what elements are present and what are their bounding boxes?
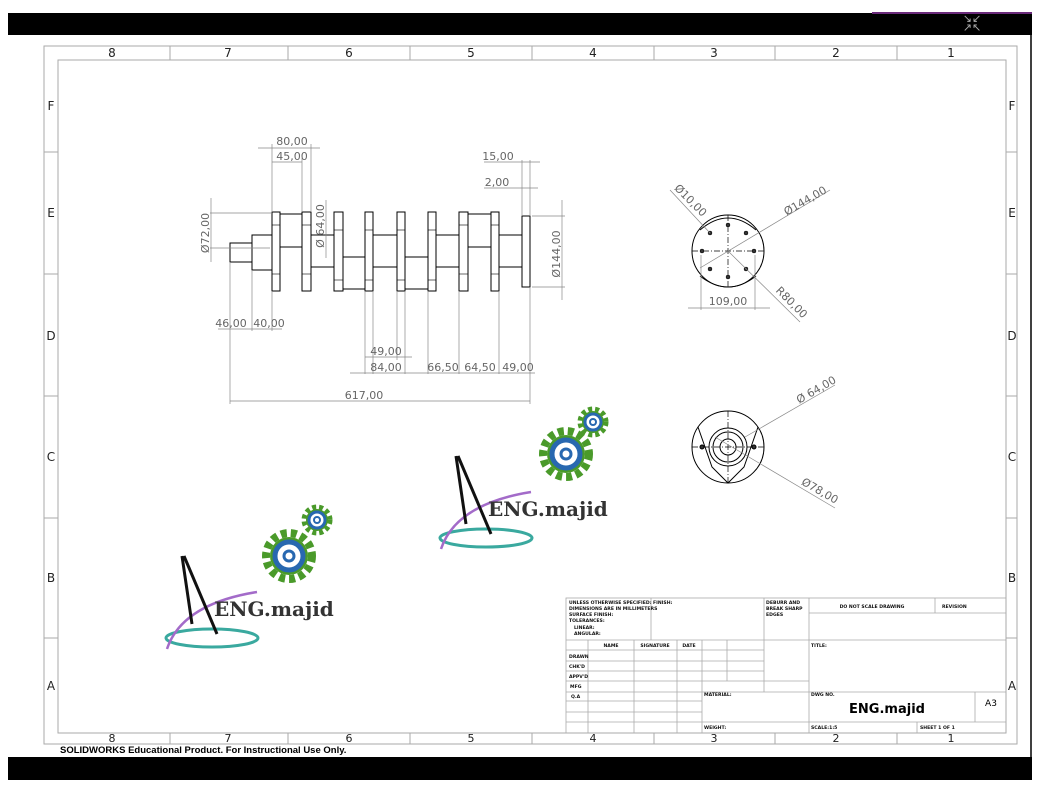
tb-dwg-no-label: DWG NO. bbox=[811, 692, 835, 698]
tb-note: TOLERANCES: bbox=[569, 618, 605, 624]
accent-line bbox=[872, 12, 1032, 14]
zone-col-bottom: 7 bbox=[225, 732, 232, 745]
educational-watermark: SOLIDWORKS Educational Product. For Inst… bbox=[60, 745, 347, 756]
zone-col-bottom: 5 bbox=[468, 732, 475, 745]
dim-64-5: 64,50 bbox=[464, 361, 496, 374]
tb-weight: WEIGHT: bbox=[704, 725, 726, 731]
front-view-dimension-lines bbox=[210, 144, 565, 404]
zone-col-top: 5 bbox=[467, 46, 475, 60]
zone-row-right: E bbox=[1008, 206, 1016, 220]
top-toolbar bbox=[8, 12, 1032, 35]
zone-col-bottom: 6 bbox=[346, 732, 353, 745]
dim-2: 2,00 bbox=[485, 176, 510, 189]
collapse-arrows-icon[interactable]: ↘↙↗↖ bbox=[962, 12, 982, 34]
zone-col-top: 2 bbox=[832, 46, 840, 60]
dim-dia-144: Ø144,00 bbox=[550, 230, 563, 277]
logo-text: ENG.majid bbox=[488, 497, 608, 521]
zone-row-left: A bbox=[47, 679, 56, 693]
bottom-bar bbox=[8, 757, 1032, 780]
paper bbox=[8, 35, 1032, 757]
zone-col-top: 1 bbox=[947, 46, 955, 60]
tb-deburr: BREAK SHARP bbox=[766, 606, 803, 612]
end-view-rear[interactable] bbox=[691, 410, 765, 484]
dim-45: 45,00 bbox=[276, 150, 308, 163]
dim-dia-72: Ø72,00 bbox=[199, 213, 212, 253]
zone-col-top: 6 bbox=[345, 46, 353, 60]
tb-do-not-scale: DO NOT SCALE DRAWING bbox=[840, 604, 905, 610]
zone-ticks bbox=[44, 46, 1017, 744]
zone-row-left: C bbox=[47, 450, 55, 464]
tb-note: UNLESS OTHERWISE SPECIFIED: bbox=[569, 600, 652, 606]
dim-dia-64: Ø 64,00 bbox=[314, 204, 327, 248]
tb-col-signature: SIGNATURE bbox=[640, 643, 669, 649]
zone-col-top: 7 bbox=[224, 46, 232, 60]
zone-col-bottom: 8 bbox=[109, 732, 116, 745]
dim-109: 109,00 bbox=[709, 295, 748, 308]
zone-col-top: 8 bbox=[108, 46, 116, 60]
zone-row-right: B bbox=[1008, 571, 1016, 585]
dim-46: 46,00 bbox=[215, 317, 247, 330]
tb-scale: SCALE:1:5 bbox=[811, 725, 837, 731]
tb-finish: FINISH: bbox=[653, 600, 673, 606]
tb-size: A3 bbox=[985, 699, 997, 709]
tb-row-label: MFG bbox=[570, 684, 582, 690]
dim-49a: 49,00 bbox=[370, 345, 402, 358]
zone-col-top: 3 bbox=[710, 46, 718, 60]
dim-66-5: 66,50 bbox=[427, 361, 459, 374]
logo-text: ENG.majid bbox=[214, 597, 334, 621]
front-view-dimensions: 80,00 45,00 Ø 64,00 Ø72,00 15,00 2,00 Ø1… bbox=[199, 135, 563, 402]
zone-row-left: B bbox=[47, 571, 55, 585]
end-view-rear-dims bbox=[714, 384, 836, 509]
dim-40: 40,00 bbox=[253, 317, 285, 330]
tb-row-label: Q.A bbox=[571, 694, 581, 700]
tb-revision: REVISION bbox=[942, 604, 967, 610]
tb-note: SURFACE FINISH: bbox=[569, 612, 613, 618]
zone-row-left: F bbox=[48, 99, 55, 113]
zone-col-bottom: 3 bbox=[711, 732, 718, 745]
tb-deburr: EDGES bbox=[766, 612, 783, 618]
dim-84: 84,00 bbox=[370, 361, 402, 374]
tb-note: ANGULAR: bbox=[574, 631, 601, 637]
dim-49b: 49,00 bbox=[502, 361, 534, 374]
dim-617: 617,00 bbox=[345, 389, 384, 402]
zone-row-left: D bbox=[46, 329, 55, 343]
tb-dwg-no: ENG.majid bbox=[849, 702, 925, 717]
tb-material: MATERIAL: bbox=[704, 692, 732, 698]
tb-row-label: DRAWN bbox=[569, 654, 589, 660]
tb-title-label: TITLE: bbox=[811, 643, 827, 649]
outer-border bbox=[43, 45, 1018, 745]
tb-note: LINEAR: bbox=[574, 625, 595, 631]
eng-majid-logo: ENG.majid bbox=[438, 406, 609, 550]
tb-row-label: CHK'D bbox=[569, 664, 585, 670]
zone-row-right: F bbox=[1009, 99, 1016, 113]
tb-deburr: DEBURR AND bbox=[766, 600, 800, 606]
zone-col-bottom: 4 bbox=[590, 732, 597, 745]
zone-row-right: D bbox=[1007, 329, 1016, 343]
tb-sheet: SHEET 1 OF 1 bbox=[920, 725, 955, 731]
tb-row-label: APPV'D bbox=[569, 674, 588, 680]
zone-col-bottom: 2 bbox=[833, 732, 840, 745]
tb-col-date: DATE bbox=[682, 643, 695, 649]
zone-col-bottom: 1 bbox=[948, 732, 955, 745]
zone-col-top: 4 bbox=[589, 46, 597, 60]
zone-labels: 8 7 6 5 4 3 2 1 8 7 6 5 4 3 2 1 F E D C … bbox=[46, 46, 1017, 745]
dim-80: 80,00 bbox=[276, 135, 308, 148]
eng-majid-logo: ENG.majid bbox=[164, 504, 334, 650]
tb-note: DIMENSIONS ARE IN MILLIMETERS bbox=[569, 606, 657, 612]
crankshaft-front-view[interactable] bbox=[229, 211, 531, 292]
zone-row-right: A bbox=[1008, 679, 1017, 693]
title-block: UNLESS OTHERWISE SPECIFIED: DIMENSIONS A… bbox=[565, 597, 1007, 734]
tb-col-name: NAME bbox=[603, 643, 618, 649]
zone-row-left: E bbox=[47, 206, 55, 220]
dim-15: 15,00 bbox=[482, 150, 514, 163]
end-view-flange-dims bbox=[669, 189, 831, 323]
zone-row-right: C bbox=[1008, 450, 1016, 464]
